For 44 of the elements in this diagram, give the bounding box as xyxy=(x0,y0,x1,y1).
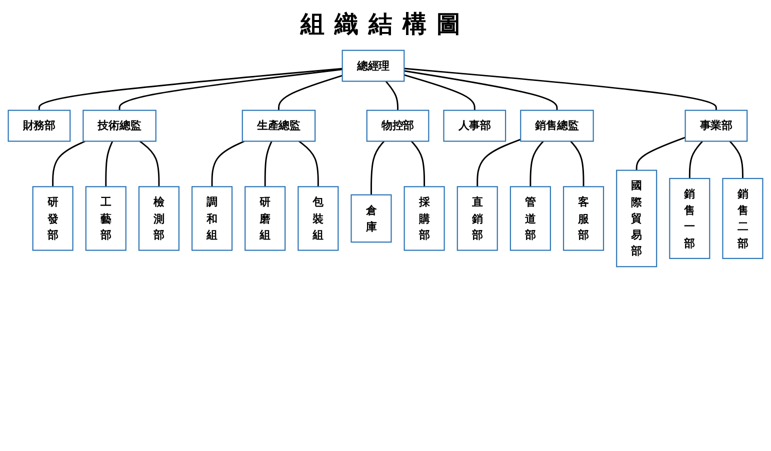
connector xyxy=(52,140,86,187)
connector xyxy=(385,80,398,110)
connector xyxy=(404,70,558,110)
connector xyxy=(370,140,385,195)
chart-title: 組織結構圖 xyxy=(300,8,470,40)
node-box: 倉庫 xyxy=(350,194,392,243)
connector xyxy=(570,140,584,187)
node-box: 事業部 xyxy=(684,110,748,142)
node-box: 銷售二部 xyxy=(722,178,764,259)
connector xyxy=(530,140,544,187)
node-box: 管道部 xyxy=(510,186,551,251)
node-box: 物控部 xyxy=(366,110,430,142)
connector xyxy=(476,138,521,187)
connector xyxy=(278,74,343,110)
connector xyxy=(264,140,272,187)
connector xyxy=(729,140,744,178)
connector xyxy=(118,68,342,110)
connector xyxy=(298,140,319,187)
node-box: 研磨組 xyxy=(244,186,286,251)
connector xyxy=(688,140,704,178)
connector xyxy=(404,68,717,110)
connector xyxy=(636,136,686,170)
connector xyxy=(139,140,160,187)
node-box: 研發部 xyxy=(32,186,74,251)
connector xyxy=(38,68,342,110)
node-box: 包裝組 xyxy=(298,186,339,251)
node-box: 國際貿易部 xyxy=(616,170,658,268)
node-box: 生產總監 xyxy=(242,110,316,142)
node-box: 銷售一部 xyxy=(669,178,710,259)
node-box: 檢測部 xyxy=(138,186,180,251)
node-box: 調和組 xyxy=(192,186,233,251)
node-box: 工藝部 xyxy=(85,186,126,251)
node-box: 採購部 xyxy=(404,186,445,251)
connector xyxy=(410,140,426,187)
node-box: 財務部 xyxy=(8,110,71,142)
connector xyxy=(211,140,245,187)
node-box: 直銷部 xyxy=(456,186,498,251)
node-box: 客服部 xyxy=(562,186,604,251)
connector xyxy=(105,140,114,187)
node-box: 技術總監 xyxy=(82,110,156,142)
node-box: 人事部 xyxy=(443,110,506,142)
node-box: 銷售總監 xyxy=(520,110,594,142)
node-box: 總經理 xyxy=(342,50,405,82)
connector xyxy=(404,74,476,110)
